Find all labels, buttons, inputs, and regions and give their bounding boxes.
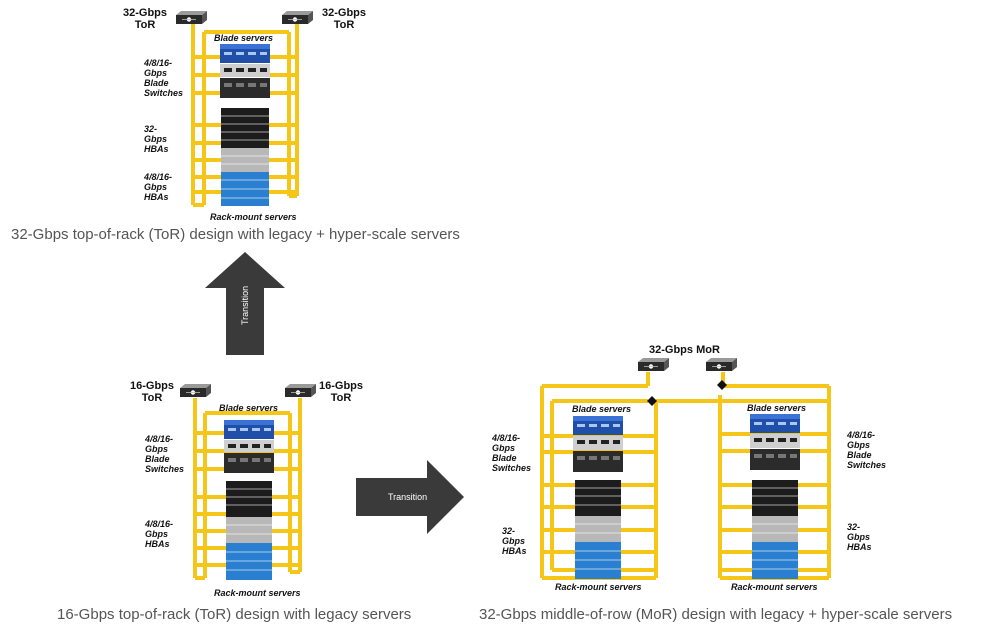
blade-servers-label: Blade servers bbox=[572, 404, 632, 414]
transition-right-label: Transition bbox=[388, 492, 428, 502]
blade-chassis-right bbox=[750, 414, 800, 470]
tor-left-label: 16-Gbps ToR bbox=[130, 380, 175, 404]
bottom-right-mor-diagram bbox=[540, 357, 831, 580]
hba-legacy-label: 4/8/16- Gbps HBAs bbox=[145, 519, 174, 549]
bottom-right-caption: 32-Gbps middle-of-row (MoR) design with … bbox=[479, 606, 953, 623]
blade-chassis-left bbox=[573, 416, 623, 472]
mor-switch-icon bbox=[637, 357, 670, 372]
blade-switches-label: 4/8/16- Gbps Blade Switches bbox=[492, 433, 532, 473]
rack-servers bbox=[226, 481, 272, 580]
mor-switch-icon bbox=[705, 357, 738, 372]
transition-up-label: Transition bbox=[240, 285, 250, 325]
transition-up-arrow bbox=[205, 252, 285, 355]
rack-mount-label: Rack-mount servers bbox=[731, 582, 818, 592]
tor-left-label: 32-Gbps ToR bbox=[123, 7, 168, 31]
junction-diamond bbox=[647, 396, 657, 406]
bottom-left-cables bbox=[193, 398, 302, 580]
junction-diamond bbox=[717, 380, 727, 390]
rack-mount-label: Rack-mount servers bbox=[210, 212, 297, 222]
top-tor-diagram bbox=[175, 10, 314, 207]
rack-mount-label: Rack-mount servers bbox=[555, 582, 642, 592]
blade-servers-label: Blade servers bbox=[219, 403, 279, 413]
hba-32-label: 32- Gbps HBAs bbox=[502, 526, 527, 556]
hba-32-label: 32- Gbps HBAs bbox=[847, 522, 872, 552]
rack-servers-right bbox=[752, 480, 798, 579]
blade-servers-label: Blade servers bbox=[214, 33, 274, 43]
blade-switches-label: 4/8/16- Gbps Blade Switches bbox=[847, 430, 887, 470]
mor-label: 32-Gbps MoR bbox=[649, 344, 720, 356]
rack-mount-label: Rack-mount servers bbox=[214, 588, 301, 598]
tor-right-label: 16-Gbps ToR bbox=[319, 380, 364, 404]
blade-chassis bbox=[220, 44, 270, 98]
tor-switch-icon bbox=[179, 383, 212, 398]
tor-right-label: 32-Gbps ToR bbox=[322, 7, 367, 31]
bottom-left-caption: 16-Gbps top-of-rack (ToR) design with le… bbox=[57, 606, 412, 623]
hba-32-label: 32- Gbps HBAs bbox=[144, 124, 169, 154]
top-caption: 32-Gbps top-of-rack (ToR) design with le… bbox=[11, 226, 460, 243]
transition-right-arrow bbox=[356, 460, 464, 534]
tor-switch-icon bbox=[281, 10, 314, 25]
tor-switch-icon bbox=[175, 10, 208, 25]
blade-servers-label: Blade servers bbox=[747, 403, 807, 413]
bottom-left-tor-diagram bbox=[179, 383, 317, 580]
rack-servers bbox=[221, 108, 269, 206]
blade-chassis bbox=[224, 420, 274, 473]
blade-switches-label: 4/8/16- Gbps Blade Switches bbox=[145, 434, 185, 474]
rack-servers-left bbox=[575, 480, 621, 579]
blade-switches-label: 4/8/16- Gbps Blade Switches bbox=[144, 58, 184, 98]
hba-legacy-label: 4/8/16- Gbps HBAs bbox=[144, 172, 173, 202]
tor-switch-icon bbox=[284, 383, 317, 398]
